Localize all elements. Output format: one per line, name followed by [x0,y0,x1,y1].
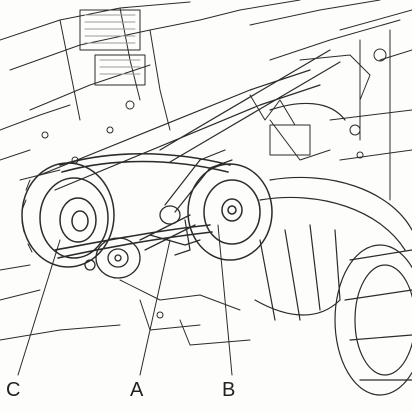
leader-line-b [217,224,233,376]
leader-line-a [139,239,171,376]
tensioner-arm [149,149,233,256]
pulley-b [187,163,273,261]
callout-c: C [6,379,21,401]
leader-lines [17,224,233,376]
v-belt [54,152,231,259]
spring-bracket [249,48,387,161]
engine-block [41,9,146,164]
callout-a: A [130,379,144,401]
callout-b: B [222,379,236,401]
guard-housing [254,176,412,396]
leader-line-c [17,239,61,376]
pulley-c [21,162,115,268]
frame-linework [0,0,412,341]
